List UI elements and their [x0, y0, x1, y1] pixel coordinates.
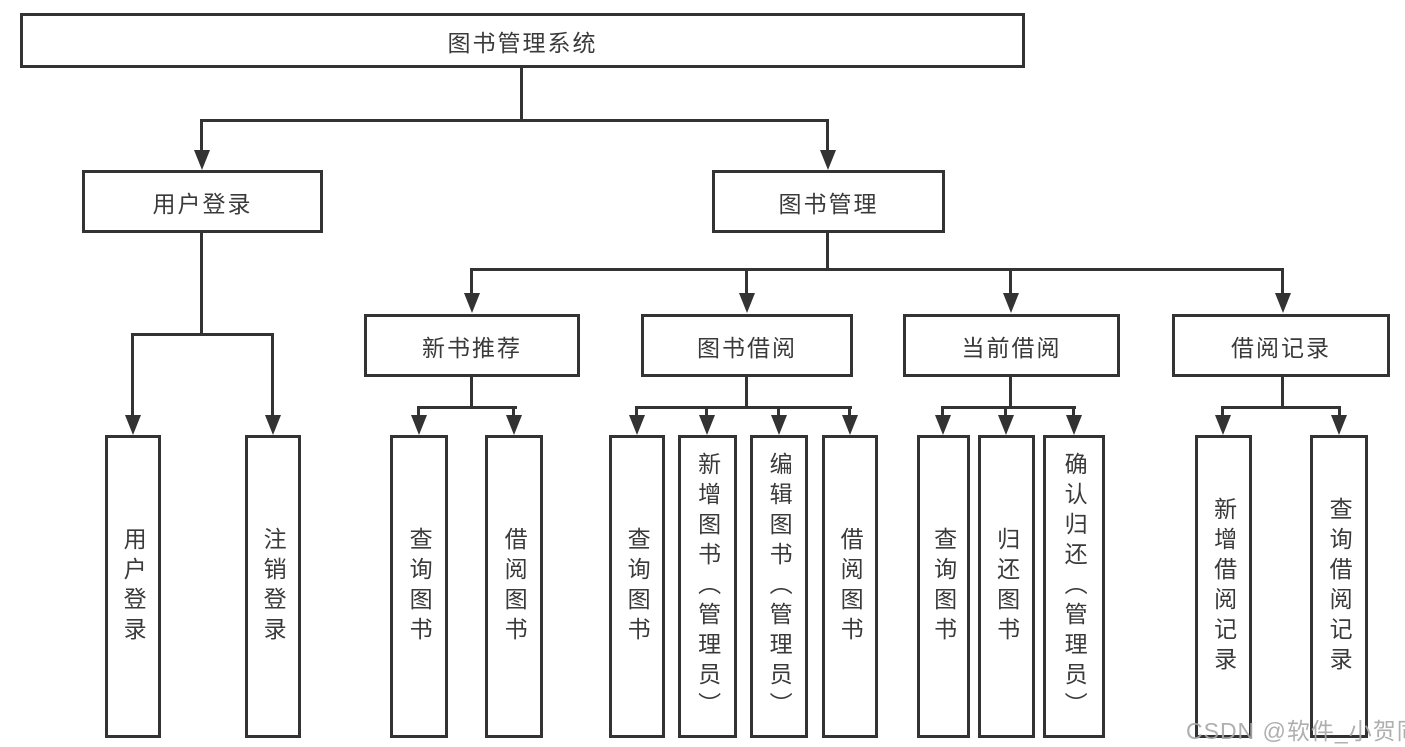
leaf-label: 查询图书 — [406, 526, 433, 647]
connector-login-leaf-drop — [131, 333, 134, 417]
connector-book-borrow-stem — [745, 377, 748, 409]
leaf-label: 借阅图书 — [837, 526, 864, 647]
arrow-to-leaf — [935, 415, 951, 435]
connector-user-login-branch — [131, 333, 274, 336]
leaf-borrow-books-borrowing: 借阅图书 — [822, 435, 878, 738]
connector-current-borrow-leaf-branch — [941, 406, 1076, 409]
connector-book-mgmt-branch — [470, 268, 1283, 271]
connector-user-login-drop — [200, 119, 203, 152]
arrow-to-leaf — [699, 415, 715, 435]
node-library-management-system: 图书管理系统 — [20, 13, 1025, 68]
leaf-label: 新增图书（管理员） — [694, 451, 721, 722]
connector-new-book-drop — [470, 268, 473, 295]
leaf-label: 新增借阅记录 — [1210, 496, 1237, 677]
node-book-borrowing: 图书借阅 — [641, 314, 853, 377]
node-new-book-recommend: 新书推荐 — [364, 314, 580, 377]
leaf-add-borrow-record: 新增借阅记录 — [1195, 435, 1252, 738]
connector-leaf-drop — [1072, 406, 1075, 417]
connector-borrow-record-leaf-branch — [1221, 406, 1341, 409]
leaf-borrow-books-newbook: 借阅图书 — [485, 435, 543, 738]
connector-new-book-stem — [470, 377, 473, 409]
arrow-to-leaf — [506, 415, 522, 435]
arrow-to-book-mgmt — [820, 150, 836, 170]
connector-user-login-stem — [200, 233, 203, 335]
connector-leaf-drop — [705, 406, 708, 417]
connector-borrow-record-stem — [1281, 377, 1284, 409]
leaf-label: 确认归还（管理员） — [1061, 451, 1088, 722]
leaf-label: 注销登录 — [260, 526, 287, 647]
leaf-label: 编辑图书（管理员） — [766, 451, 793, 722]
node-book-management: 图书管理 — [712, 170, 945, 233]
connector-book-mgmt-drop — [826, 119, 829, 152]
arrow-to-leaf — [1066, 415, 1082, 435]
connector-leaf-drop — [848, 406, 851, 417]
arrow-to-current-borrow — [1003, 293, 1019, 313]
arrow-to-leaf — [998, 415, 1014, 435]
leaf-query-borrow-record: 查询借阅记录 — [1310, 435, 1368, 738]
node-label: 用户登录 — [152, 190, 253, 217]
connector-leaf-drop — [1004, 406, 1007, 417]
node-user-login: 用户登录 — [82, 170, 323, 233]
leaf-query-books-borrowing: 查询图书 — [609, 435, 665, 738]
leaf-query-books-current: 查询图书 — [917, 435, 970, 738]
node-label: 图书管理系统 — [447, 29, 598, 56]
arrow-to-leaf — [842, 415, 858, 435]
arrow-to-login-leaf — [125, 415, 141, 435]
connector-leaf-drop — [941, 406, 944, 417]
leaf-label: 查询借阅记录 — [1326, 496, 1353, 677]
arrow-to-logout-leaf — [265, 415, 281, 435]
leaf-label: 查询图书 — [930, 526, 957, 647]
connector-new-book-leaf-branch — [417, 406, 517, 409]
arrow-to-user-login — [194, 150, 210, 170]
connector-book-borrow-leaf-branch — [635, 406, 852, 409]
connector-logout-leaf-drop — [271, 333, 274, 417]
node-label: 图书借阅 — [697, 334, 797, 361]
leaf-logout: 注销登录 — [245, 435, 301, 738]
leaf-edit-books-admin: 编辑图书（管理员） — [750, 435, 808, 738]
arrow-to-leaf — [771, 415, 787, 435]
leaf-query-books-newbook: 查询图书 — [390, 435, 448, 738]
arrow-to-leaf — [411, 415, 427, 435]
arrow-to-borrow-record — [1275, 293, 1291, 313]
node-borrowing-records: 借阅记录 — [1172, 314, 1390, 377]
connector-borrow-record-drop — [1281, 268, 1284, 295]
connector-leaf-drop — [635, 406, 638, 417]
node-label: 新书推荐 — [422, 334, 522, 361]
connector-leaf-drop — [1338, 406, 1341, 417]
connector-leaf-drop — [1221, 406, 1224, 417]
leaf-label: 用户登录 — [120, 526, 147, 647]
arrow-to-leaf — [1215, 415, 1231, 435]
leaf-confirm-return-admin: 确认归还（管理员） — [1043, 435, 1105, 738]
connector-root-branch — [200, 119, 829, 122]
arrow-to-book-borrow — [739, 293, 755, 313]
node-label: 当前借阅 — [961, 334, 1062, 361]
arrow-to-new-book — [464, 293, 480, 313]
node-current-borrowing: 当前借阅 — [903, 314, 1120, 377]
connector-current-borrow-stem — [1009, 377, 1012, 409]
connector-book-borrow-drop — [745, 268, 748, 295]
connector-book-mgmt-stem — [826, 233, 829, 270]
leaf-user-login: 用户登录 — [105, 435, 161, 738]
leaf-label: 归还图书 — [993, 526, 1020, 647]
csdn-watermark: CSDN @软件_小贺同学 — [1186, 718, 1405, 744]
arrow-to-leaf — [1331, 415, 1347, 435]
leaf-label: 查询图书 — [624, 526, 651, 647]
leaf-label: 借阅图书 — [501, 526, 528, 647]
connector-leaf-drop — [777, 406, 780, 417]
node-label: 借阅记录 — [1231, 334, 1331, 361]
leaf-return-books: 归还图书 — [978, 435, 1035, 738]
leaf-add-books-admin: 新增图书（管理员） — [678, 435, 737, 738]
node-label: 图书管理 — [778, 190, 879, 217]
connector-leaf-drop — [417, 406, 420, 417]
connector-leaf-drop — [512, 406, 515, 417]
connector-current-borrow-drop — [1009, 268, 1012, 295]
connector-root-stem — [520, 68, 523, 119]
arrow-to-leaf — [629, 415, 645, 435]
